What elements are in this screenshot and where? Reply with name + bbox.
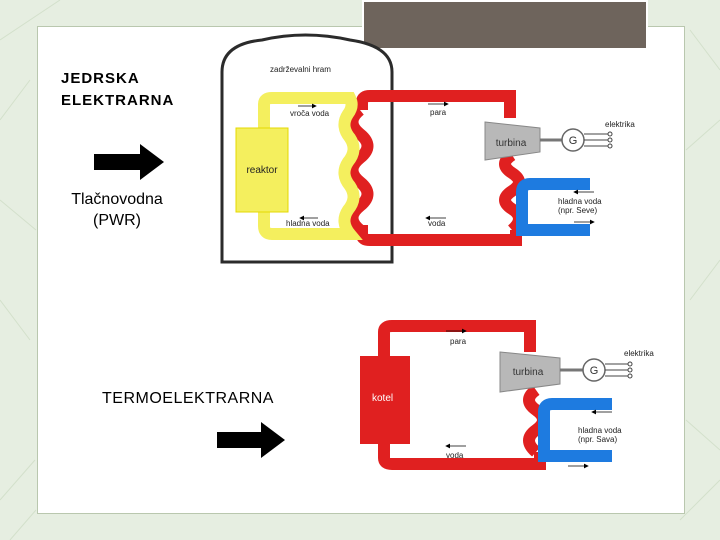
title-line2: ELEKTRARNA (61, 92, 175, 109)
thermal-cooling-label-1: hladna voda (578, 426, 622, 435)
secondary-loop-top (356, 90, 516, 118)
right-arrow-icon (94, 144, 164, 180)
boiler-label: kotel (372, 393, 393, 404)
cooling-label-1: hladna voda (558, 197, 602, 206)
thermal-generator-label: G (590, 365, 599, 377)
hot-water-label: vroča voda (290, 109, 330, 118)
cold-water-label: hladna voda (286, 219, 330, 228)
generator-label: G (569, 135, 578, 147)
cooling-label-2: (npr. Seve) (558, 206, 597, 215)
containment-label: zadrževalni hram (270, 65, 331, 74)
reactor-vessel (235, 127, 289, 213)
pwr-diagram: reaktor turbina G zadrževalni hram vroča… (220, 33, 635, 264)
thermal-turbine-shape (499, 351, 561, 393)
turbine-shape (484, 121, 541, 161)
primary-loop (258, 92, 363, 240)
thermal-water-label: voda (446, 451, 464, 460)
title-line1: JEDRSKA (61, 70, 140, 87)
thermal-loop-top (378, 320, 536, 358)
thermal-plant-label: TERMOELEKTRARNA (102, 390, 274, 407)
boiler (360, 356, 410, 444)
thermal-loop-bottom (378, 442, 546, 470)
pwr-label: Tlačnovodna (PWR) (52, 189, 182, 231)
right-arrow-icon (217, 422, 285, 458)
flow-arrow-icon (445, 328, 612, 469)
header-box (362, 0, 648, 50)
thermal-cooling-pipe (538, 398, 612, 462)
thermal-diagram: kotel turbina G para voda elektrika hlad… (360, 320, 654, 470)
thermal-cooling-label-2: (npr. Sava) (578, 435, 617, 444)
reactor-label: reaktor (246, 165, 278, 176)
pwr-line2: (PWR) (93, 212, 141, 229)
flow-arrow-icon (298, 101, 595, 225)
nuclear-plant-title: JEDRSKA ELEKTRARNA (61, 68, 174, 112)
thermal-turbine-label: turbina (513, 367, 544, 378)
electric-plug-icon (605, 361, 633, 379)
turbine-label: turbina (496, 138, 527, 149)
thermal-steam-label: para (450, 337, 467, 346)
steam-label: para (430, 108, 447, 117)
thermal-electricity-label: elektrika (624, 349, 654, 358)
steam-generator-coil (346, 105, 374, 235)
pwr-line1: Tlačnovodna (71, 191, 163, 208)
cooling-water-pipe (516, 178, 590, 236)
water-label: voda (428, 219, 446, 228)
electric-plug-icon (584, 131, 613, 149)
electricity-label: elektrika (605, 120, 635, 129)
secondary-loop-bottom (356, 225, 522, 246)
